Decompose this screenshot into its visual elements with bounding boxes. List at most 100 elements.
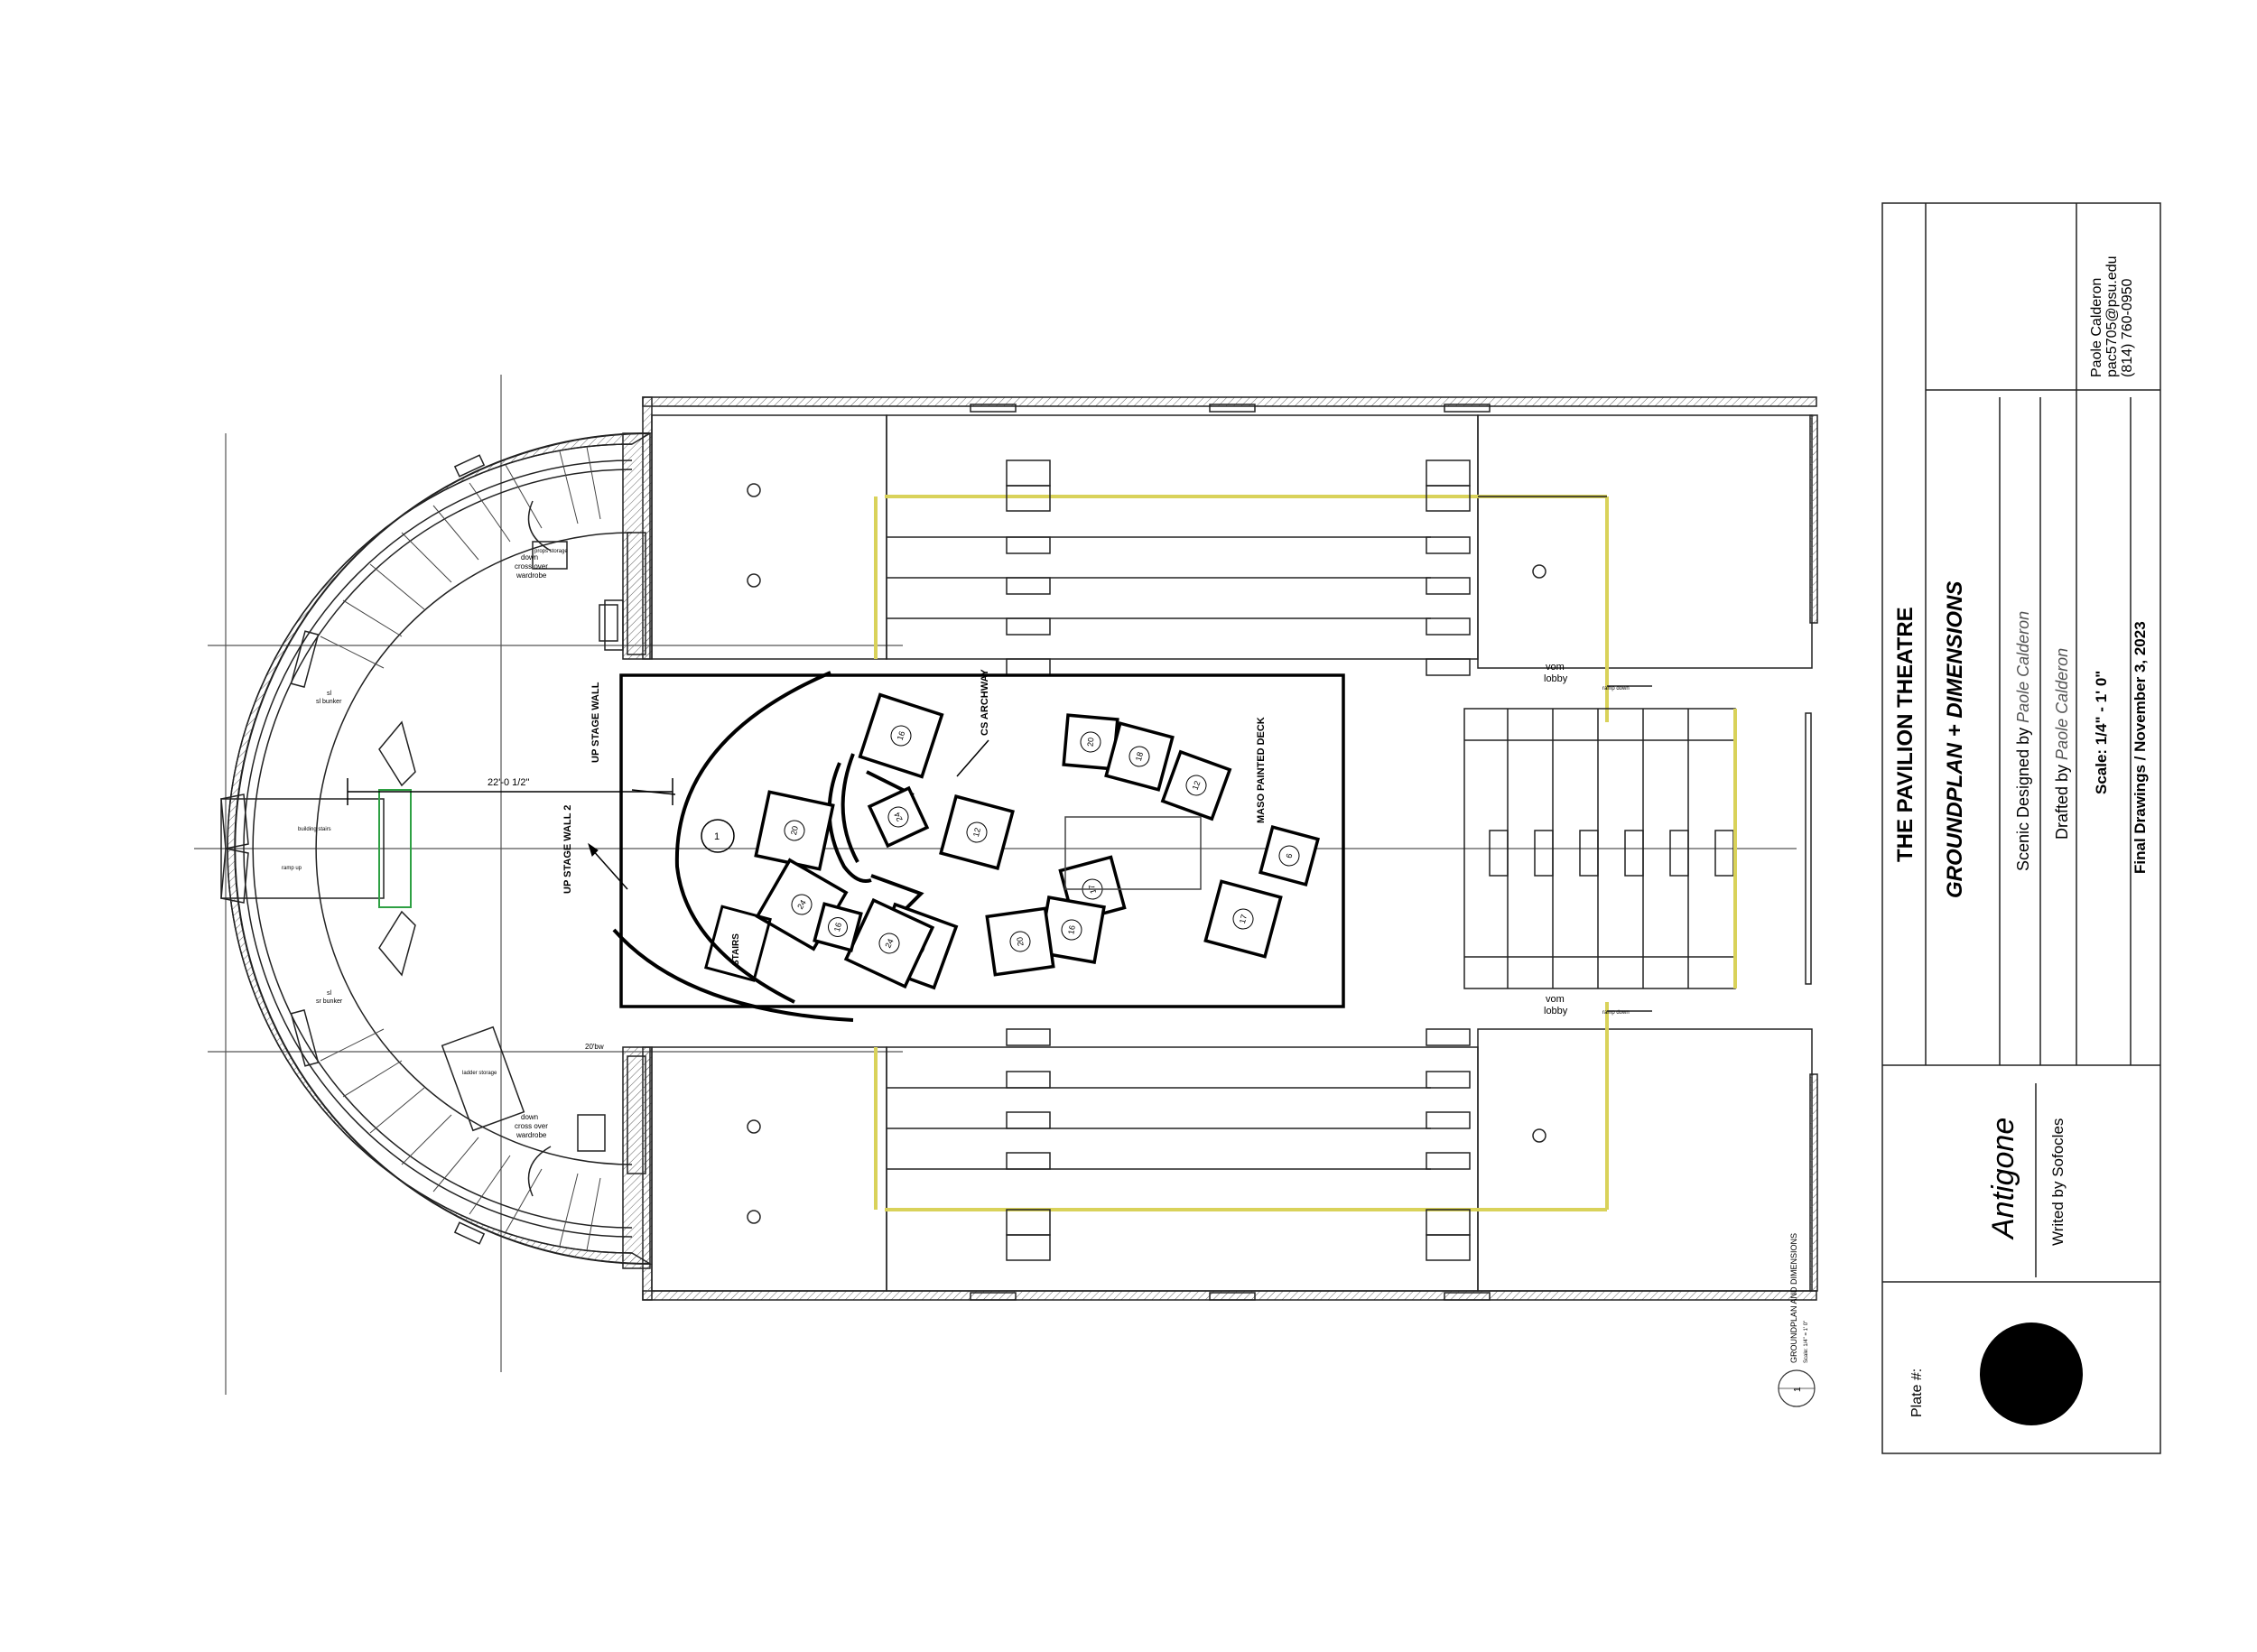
block-square [843, 897, 935, 989]
title-block [1881, 202, 2161, 1454]
scenic-credit: Scenic Designed by Paole Calderon [2014, 611, 2032, 871]
sr-bunker-1: sl [327, 990, 332, 997]
stage-deck [619, 673, 1345, 1008]
block-label: 17 [1238, 914, 1249, 924]
plate-circle [1980, 1323, 2083, 1425]
plate-number: 2 [2011, 1365, 2055, 1387]
vom-lobby-bottom-2: lobby [1544, 1006, 1568, 1016]
rolling-block: 24 [843, 897, 935, 989]
crossover-top-2: cross over [515, 562, 548, 571]
center-mark [701, 819, 735, 853]
sheet-title: GROUNDPLAN + DIMENSIONS [1943, 581, 1967, 898]
block-label: 20 [789, 825, 800, 836]
contact-name: Paole Calderon [2089, 278, 2104, 377]
rolling-block: 24 [867, 785, 930, 849]
ramp-down-bottom-label: ramp down [1602, 1010, 1630, 1016]
block-square [858, 692, 944, 779]
rolling-block: 12 [939, 794, 1015, 870]
scenic-prefix: Scenic Designed by [2014, 728, 2032, 871]
block-square [1104, 721, 1175, 792]
block-label: 16 [832, 922, 843, 933]
scenic-name: Paole Calderon [2014, 611, 2032, 723]
block-label: 20 [1015, 936, 1025, 946]
up-stage-walls [588, 671, 854, 1022]
block-label: 24 [883, 937, 895, 949]
block-square [867, 785, 930, 849]
rolling-block: 6 [1259, 825, 1320, 886]
drawing-id-number: 1 [1793, 1387, 1803, 1392]
block-marker [1128, 746, 1150, 767]
props-storage-label: props storage [534, 549, 568, 554]
block-marker [1278, 845, 1300, 867]
backstage-rotunda [220, 432, 653, 1265]
block-marker [1232, 908, 1254, 930]
block-label: 24 [795, 898, 808, 911]
block-square [1203, 879, 1283, 959]
block-label: 6 [1285, 852, 1295, 858]
block-marker [1080, 731, 1101, 753]
plate-label: Plate #: [1909, 1369, 1925, 1417]
ramp-up-label: ramp up [282, 866, 302, 871]
dimension-label: 22'-0 1/2" [488, 777, 529, 788]
ramp-down-top-label: ramp down [1602, 686, 1630, 691]
drafted-credit: Drafted by Paole Calderon [2053, 648, 2071, 840]
writer-credit: Writed by Sofocles [2049, 1118, 2067, 1246]
block-square [939, 794, 1015, 870]
vom-lobby-top-1: vom [1546, 662, 1565, 673]
rolling-block: 16 [1037, 896, 1106, 964]
cs-archway-label: CS ARCHWAY [980, 669, 990, 736]
vom-lobby-top-2: lobby [1544, 673, 1568, 684]
block-marker [828, 917, 848, 937]
block-marker [966, 821, 988, 843]
block-marker [1185, 775, 1207, 796]
seating-lower [622, 1002, 1818, 1301]
final-drawings-label: Final Drawings / November 3, 2023 [2132, 621, 2149, 874]
block-label: 12 [971, 827, 982, 838]
bw-label: 20′bw [585, 1043, 604, 1051]
block-marker [1009, 931, 1031, 952]
show-title: Antigone [1986, 1118, 2020, 1240]
block-marker [784, 820, 805, 841]
center-mark-label: 1 [714, 831, 720, 842]
block-marker [878, 933, 900, 954]
rolling-block: 20 [985, 906, 1055, 977]
block-square [813, 902, 863, 952]
maso-deck-label: MASO PAINTED DECK [1256, 717, 1267, 823]
reference-lines [194, 375, 1797, 1395]
block-marker [887, 806, 909, 828]
block-label: 18 [1134, 751, 1145, 762]
up-stage-wall-2-label: UP STAGE WALL 2 [562, 805, 573, 894]
block-label: 20 [1086, 738, 1096, 747]
stairs-unit [704, 905, 772, 982]
drawing-id-title: GROUNDPLAN AND DIMENSIONS [1789, 1233, 1798, 1363]
contact-phone: (814) 760-0950 [2120, 278, 2135, 377]
block-marker [890, 725, 912, 747]
crossover-bottom-2: cross over [515, 1122, 548, 1130]
title-block-text: THE PAVILION THEATRE GROUNDPLAN + DIMENS… [1893, 255, 2149, 1425]
drafted-name: Paole Calderon [2053, 648, 2071, 760]
rolling-block: 16 [813, 902, 863, 952]
theatre-name: THE PAVILION THEATRE [1893, 607, 1918, 862]
sl-bunker-1: sl [327, 691, 332, 697]
center-platform [1064, 816, 1202, 890]
rolling-block: 16 [858, 692, 944, 779]
crossover-bottom-1: down [521, 1113, 538, 1121]
block-label: 12 [1191, 780, 1203, 792]
block-marker [1082, 878, 1103, 900]
drawing-id-scale: Scale: 1/4" = 1' 0" [1804, 1321, 1809, 1363]
building-stairs-label: building stairs [298, 827, 331, 832]
sl-bunker-2: sl bunker [316, 699, 342, 705]
block-square [1160, 749, 1232, 821]
sr-bunker-2: sr bunker [316, 998, 343, 1005]
block-marker [791, 894, 813, 915]
crossover-bottom-3: wardrobe [515, 1131, 547, 1139]
block-label: 16 [1066, 924, 1077, 935]
block-label: 24 [892, 811, 904, 822]
ladder-storage-label: ladder storage [462, 1071, 497, 1076]
rolling-block: 18 [1104, 721, 1175, 792]
block-marker [1061, 919, 1082, 941]
drafted-prefix: Drafted by [2053, 765, 2071, 840]
rolling-blocks: 1620241220242416201812171620617 [754, 692, 1320, 990]
seating-upper [604, 396, 1818, 722]
